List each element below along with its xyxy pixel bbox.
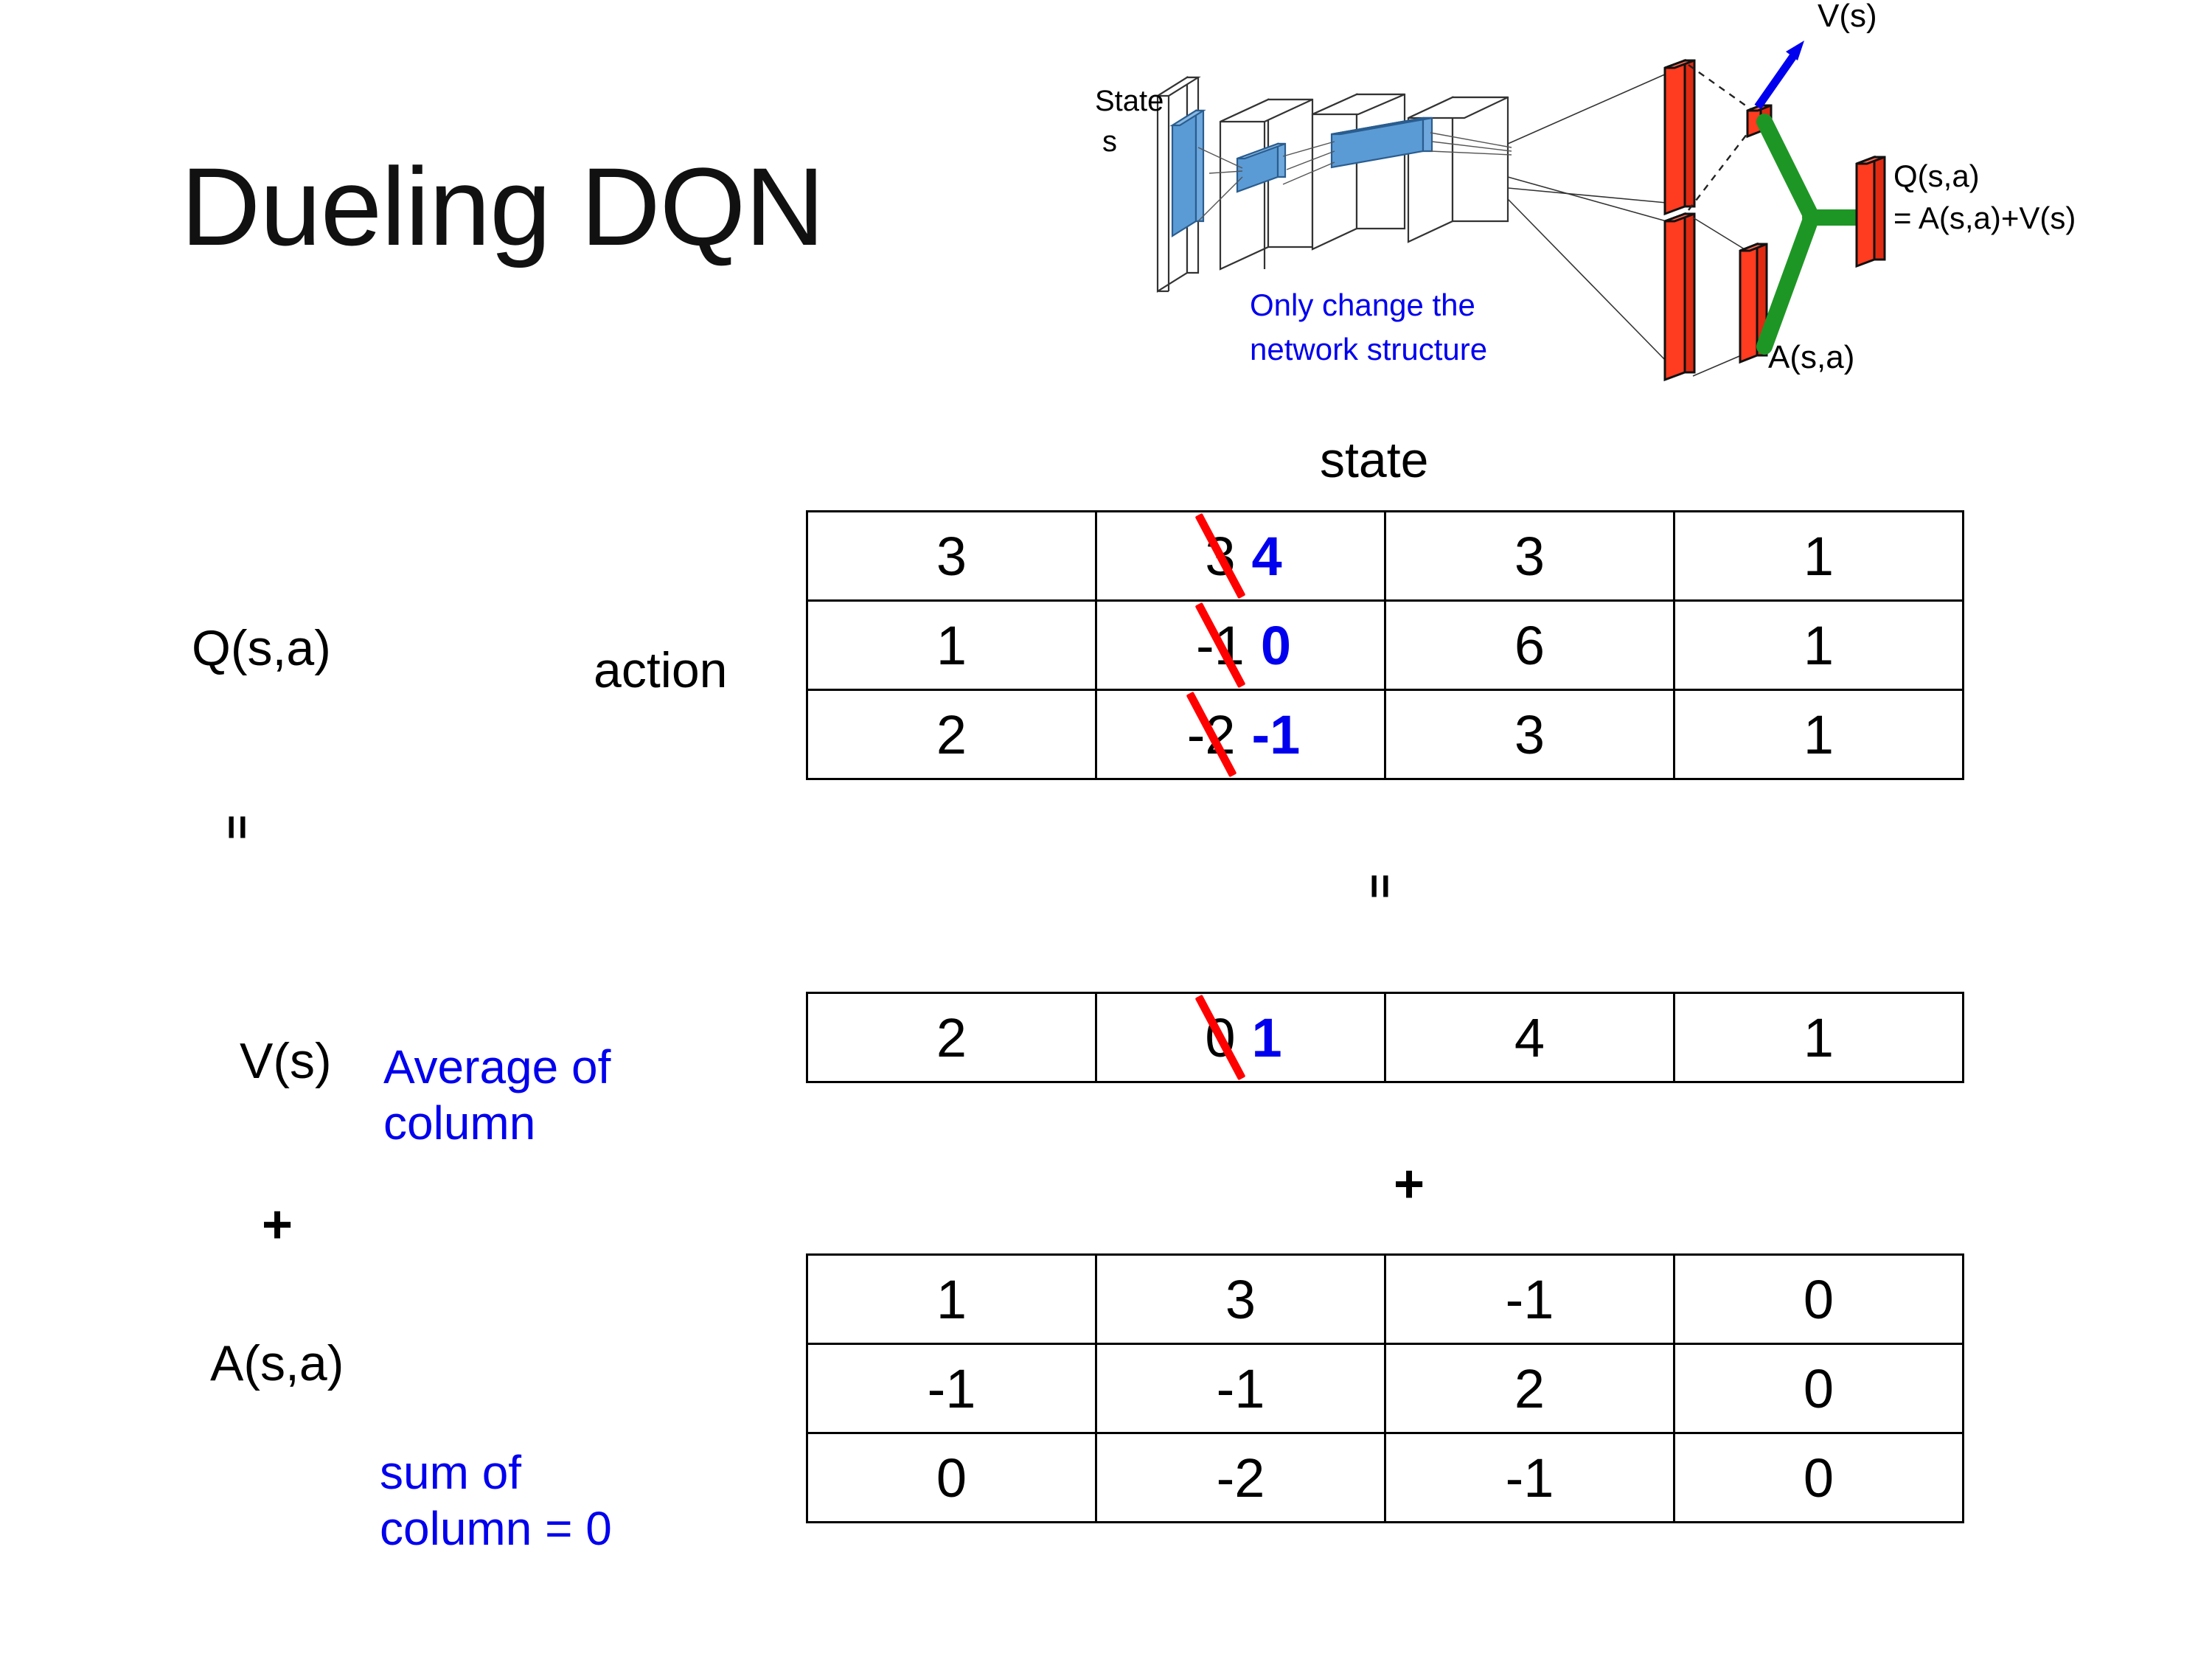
diagram-q-label-line2: = A(s,a)+V(s) <box>1893 201 2076 235</box>
table-cell-edited: 34 <box>1095 510 1386 602</box>
strikethrough-icon <box>1194 994 1246 1081</box>
a-function-label: A(s,a) <box>210 1335 344 1391</box>
corrected-new-value: -1 <box>1251 703 1301 765</box>
table-cell: 4 <box>1384 992 1675 1083</box>
diagram-a-label: A(s,a) <box>1768 339 1855 375</box>
table-cell: 0 <box>806 1432 1097 1523</box>
table-cell: -2 <box>1095 1432 1386 1523</box>
table-cell: 1 <box>1673 689 1964 780</box>
corrected-new-value: 0 <box>1260 614 1291 676</box>
table-row: 2-2-131 <box>806 689 1964 780</box>
table-cell: 0 <box>1673 1253 1964 1345</box>
state-axis-label: state <box>1320 432 1429 488</box>
dueling-network-diagram: State s Only change the network structur… <box>1095 0 2212 413</box>
diagram-q-label-line1: Q(s,a) <box>1893 159 1980 193</box>
v-value-table: 20141 <box>806 992 1964 1083</box>
table-cell: 3 <box>806 510 1097 602</box>
strikethrough-icon <box>1194 602 1246 689</box>
diagram-state-sublabel: s <box>1102 125 1117 158</box>
table-cell: 2 <box>1384 1343 1675 1434</box>
sum-of-column-note: sum of column = 0 <box>380 1445 793 1557</box>
table-row: 20141 <box>806 992 1964 1083</box>
sum-note-line1: sum of <box>380 1446 522 1499</box>
average-note-line2: column <box>383 1096 536 1150</box>
plus-sign-middle: + <box>1394 1155 1425 1214</box>
struck-old-value: 3 <box>1194 512 1246 599</box>
diagram-v-label: V(s) <box>1818 0 1877 34</box>
table-cell: 3 <box>1384 510 1675 602</box>
diagram-state-label: State <box>1095 85 1164 117</box>
action-axis-label: action <box>594 642 728 698</box>
sum-note-line2: column = 0 <box>380 1501 612 1555</box>
strikethrough-icon <box>1186 691 1237 778</box>
equals-sign-left: = <box>213 815 261 840</box>
table-cell-edited: 01 <box>1095 992 1386 1083</box>
v-function-label: V(s) <box>240 1033 332 1089</box>
table-cell: 3 <box>1384 689 1675 780</box>
table-cell: 2 <box>806 992 1097 1083</box>
table-row: 33431 <box>806 510 1964 602</box>
struck-old-value: 0 <box>1194 994 1246 1081</box>
table-cell: 1 <box>806 599 1097 691</box>
corrected-new-value: 4 <box>1251 525 1282 587</box>
table-cell: 1 <box>1673 599 1964 691</box>
q-function-label: Q(s,a) <box>192 620 331 676</box>
average-note-line1: Average of <box>383 1040 611 1093</box>
table-cell: -1 <box>806 1343 1097 1434</box>
corrected-new-value: 1 <box>1251 1006 1282 1068</box>
diagram-note-line1: Only change the <box>1250 288 1475 322</box>
struck-old-value: -1 <box>1190 602 1251 689</box>
struck-old-value: -2 <box>1181 691 1242 778</box>
table-cell: 2 <box>806 689 1097 780</box>
table-cell: 0 <box>1673 1432 1964 1523</box>
page-title: Dueling DQN <box>181 145 825 268</box>
table-cell: 1 <box>806 1253 1097 1345</box>
table-cell: 0 <box>1673 1343 1964 1434</box>
equals-sign-middle: = <box>1356 874 1404 899</box>
table-cell: 3 <box>1095 1253 1386 1345</box>
table-cell: 1 <box>1673 992 1964 1083</box>
table-cell: -1 <box>1384 1253 1675 1345</box>
table-cell: -1 <box>1384 1432 1675 1523</box>
table-cell: 6 <box>1384 599 1675 691</box>
table-cell-edited: -10 <box>1095 599 1386 691</box>
diagram-note-line2: network structure <box>1250 332 1488 366</box>
table-cell-edited: -2-1 <box>1095 689 1386 780</box>
table-cell: -1 <box>1095 1343 1386 1434</box>
strikethrough-icon <box>1194 512 1246 599</box>
average-of-column-note: Average of column <box>383 1040 737 1151</box>
table-cell: 1 <box>1673 510 1964 602</box>
plus-sign-left: + <box>262 1195 293 1254</box>
